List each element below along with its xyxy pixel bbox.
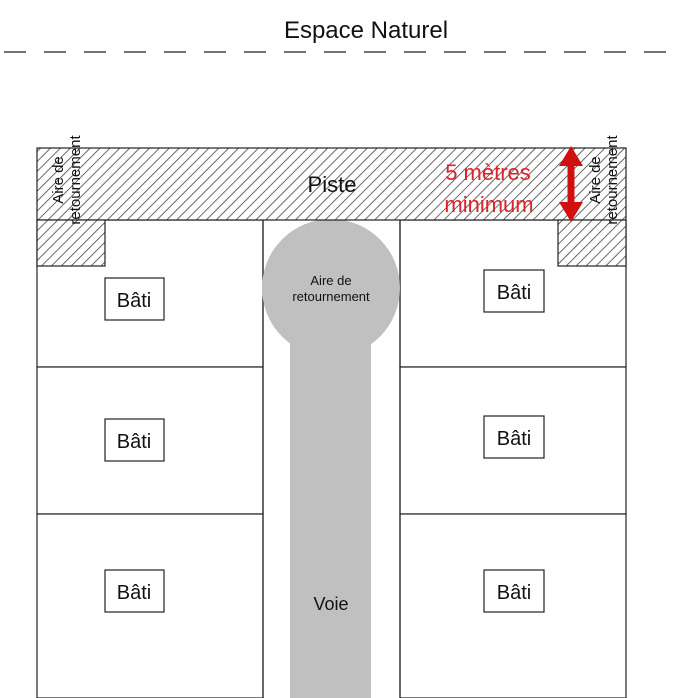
- aire-center-line2: retournement: [292, 289, 370, 304]
- distance-line1: 5 mètres: [445, 160, 531, 185]
- bati-box-right-2: [483, 415, 545, 459]
- voie-road: [290, 290, 371, 698]
- bati-box-left-2: [104, 418, 165, 462]
- aire-right-tab: [557, 219, 627, 267]
- bati-label-left-3: Bâti: [117, 582, 151, 604]
- bati-box-right-3: [483, 569, 545, 613]
- aire-right-line1: Aire de: [587, 156, 604, 204]
- bati-label-right-3: Bâti: [497, 582, 531, 604]
- bati-box-left-3: [104, 569, 165, 613]
- distance-arrow: [559, 146, 583, 222]
- distance-line2: minimum: [444, 192, 533, 217]
- bati-box-right-1: [483, 269, 545, 313]
- bati-label-right-2: Bâti: [497, 428, 531, 450]
- diagram-title: Espace Naturel: [284, 17, 448, 44]
- piste-band: [36, 147, 627, 221]
- turnaround-circle: [262, 219, 400, 357]
- bati-label-left-1: Bâti: [117, 290, 151, 312]
- aire-right-line2: retournement: [604, 135, 621, 225]
- bati-box-left-1: [104, 277, 165, 321]
- aire-left-line1: Aire de: [50, 156, 67, 204]
- aire-left-line2: retournement: [67, 135, 84, 225]
- aire-left-tab: [36, 219, 106, 267]
- aire-center-line1: Aire de: [310, 273, 351, 288]
- voie-label: Voie: [313, 594, 348, 614]
- bati-label-right-1: Bâti: [497, 282, 531, 304]
- piste-label: Piste: [308, 172, 357, 197]
- bati-label-left-2: Bâti: [117, 431, 151, 453]
